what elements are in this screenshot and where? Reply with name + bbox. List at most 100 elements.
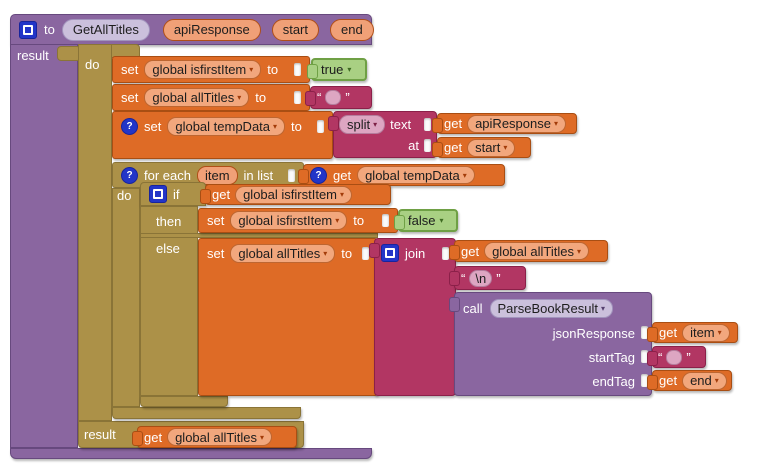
chevron-down-icon: ▾	[259, 432, 264, 442]
var-dropdown-apiresponse[interactable]: apiResponse ▾	[467, 114, 566, 133]
var-text: global isfirstItem	[238, 213, 333, 228]
empty-string-block[interactable]: “ ”	[305, 86, 372, 109]
chevron-down-icon: ▾	[600, 304, 605, 313]
get-end-block[interactable]: get end ▾	[647, 370, 732, 391]
string-text-field[interactable]: \n	[469, 269, 493, 287]
param-chip-start[interactable]: start	[271, 18, 320, 41]
var-dropdown-isfirstitem[interactable]: global isfirstItem ▾	[230, 211, 348, 230]
foreach-item-field[interactable]: item	[196, 165, 238, 185]
var-text: global allTitles	[492, 243, 574, 259]
procedure-block-left-column[interactable]	[10, 44, 78, 448]
var-dropdown-alltitles[interactable]: global allTitles ▾	[230, 243, 336, 263]
quote-open-icon: “	[461, 270, 466, 286]
var-dropdown-isfirstitem[interactable]: global isfirstItem ▾	[235, 185, 353, 204]
procedure-header-row: to GetAllTitles apiResponse start end	[11, 15, 374, 44]
call-parsebookresult-block[interactable]: call ParseBookResult ▾ jsonResponse star…	[449, 292, 652, 396]
set-alltitles-join-block[interactable]: set global allTitles ▾ to	[198, 238, 378, 396]
get-label: get	[444, 140, 463, 155]
var-text: global allTitles	[152, 90, 235, 105]
chevron-down-icon: ▾	[249, 65, 254, 74]
var-dropdown-item[interactable]: item ▾	[682, 323, 730, 342]
var-text: item	[690, 325, 715, 340]
quote-open-icon: “	[317, 90, 322, 105]
split-row-at: at	[334, 135, 436, 156]
set-label: set	[144, 118, 162, 134]
chevron-down-icon: ▾	[576, 246, 581, 256]
set-tempdata-block[interactable]: ? set global tempData ▾ to	[112, 111, 333, 159]
get-label: get	[659, 373, 678, 388]
call-label: call	[463, 301, 483, 316]
get-alltitles-block[interactable]: get global allTitles ▾	[449, 240, 608, 262]
starttag-empty-string-block[interactable]: “ ”	[647, 346, 706, 368]
help-icon[interactable]: ?	[121, 166, 138, 184]
mutator-square-glyph	[385, 248, 395, 258]
var-dropdown-tempdata[interactable]: global tempData ▾	[357, 166, 475, 184]
value-socket	[362, 246, 369, 260]
get-isfirstitem-block[interactable]: get global isfirstItem ▾	[200, 184, 391, 205]
param-chip-apiresponse[interactable]: apiResponse	[162, 18, 261, 41]
procedure-name-field[interactable]: GetAllTitles	[61, 18, 150, 41]
var-dropdown-isfirstitem[interactable]: global isfirstItem ▾	[144, 60, 262, 79]
chevron-down-icon: ▾	[439, 216, 444, 225]
mutator-icon[interactable]	[149, 185, 167, 203]
get-label: get	[333, 167, 352, 183]
foreach-bottom-bar[interactable]	[112, 407, 301, 419]
var-dropdown-end[interactable]: end ▾	[682, 371, 727, 390]
get-item-block[interactable]: get item ▾	[647, 322, 738, 343]
procedure-block-header[interactable]: to GetAllTitles apiResponse start end	[10, 14, 374, 45]
if-label: if	[173, 186, 180, 202]
do-result-result-label: result	[84, 427, 116, 442]
join-header-row: join	[375, 241, 455, 265]
then-label: then	[156, 214, 182, 229]
help-icon[interactable]: ?	[121, 117, 138, 135]
if-block-header[interactable]: if	[140, 182, 206, 206]
join-block[interactable]: join	[369, 238, 456, 396]
param-chip-end[interactable]: end	[330, 18, 374, 41]
arg-starttag-label: startTag	[588, 350, 635, 365]
value-socket	[317, 119, 324, 133]
mutator-icon[interactable]	[381, 244, 399, 262]
var-dropdown-start[interactable]: start ▾	[467, 138, 516, 157]
quote-close-icon: ”	[345, 90, 350, 105]
true-label: true	[321, 62, 344, 77]
chevron-down-icon: ▾	[347, 65, 352, 74]
chevron-down-icon: ▾	[323, 248, 328, 258]
get-start-block[interactable]: get start ▾	[432, 137, 531, 158]
procedure-dropdown[interactable]: ParseBookResult ▾	[489, 299, 613, 318]
value-socket	[641, 326, 648, 339]
split-text-block[interactable]: split ▾ text at	[328, 111, 437, 158]
get-apiresponse-block[interactable]: get apiResponse ▾	[432, 113, 577, 134]
do-result-left-column[interactable]	[78, 44, 112, 421]
param-apiresponse-text: apiResponse	[173, 22, 250, 37]
var-dropdown-alltitles[interactable]: global allTitles ▾	[144, 88, 250, 107]
logic-true-block[interactable]: true ▾	[307, 58, 367, 81]
string-text-field[interactable]	[666, 349, 683, 365]
value-socket	[641, 374, 648, 387]
chevron-down-icon: ▾	[714, 376, 719, 385]
split-row-text: split ▾ text	[334, 112, 436, 135]
item-text: item	[204, 167, 230, 183]
param-start-text: start	[282, 22, 309, 37]
set-isfirstitem-true-block[interactable]: set global isfirstItem ▾ to	[112, 56, 310, 83]
get-tempdata-block[interactable]: ? get global tempData ▾	[298, 164, 505, 186]
split-op-dropdown[interactable]: split ▾	[339, 115, 386, 134]
var-text: start	[475, 140, 501, 155]
foreach-do-label: do	[117, 188, 132, 203]
newline-string-block[interactable]: “ \n ”	[449, 266, 526, 290]
var-dropdown-tempdata[interactable]: global tempData ▾	[167, 116, 286, 136]
var-dropdown-alltitles[interactable]: global allTitles ▾	[484, 242, 589, 260]
if-block-bottom-bar[interactable]	[140, 396, 228, 407]
procedure-block-bottom[interactable]	[10, 448, 372, 459]
set-isfirstitem-false-block[interactable]: set global isfirstItem ▾ to	[198, 208, 398, 233]
result-get-alltitles-block[interactable]: get global allTitles ▾	[132, 426, 297, 448]
set-alltitles-empty-block[interactable]: set global allTitles ▾ to	[112, 84, 310, 111]
var-dropdown-alltitles[interactable]: global allTitles ▾	[167, 428, 272, 446]
string-text-field[interactable]	[325, 90, 342, 105]
mutator-icon[interactable]	[19, 20, 37, 39]
logic-false-block[interactable]: false ▾	[394, 209, 458, 232]
chevron-down-icon: ▾	[462, 170, 467, 180]
quote-close-icon: ”	[496, 270, 501, 286]
foreach-left-column[interactable]	[112, 188, 140, 407]
help-icon[interactable]: ?	[310, 166, 327, 184]
